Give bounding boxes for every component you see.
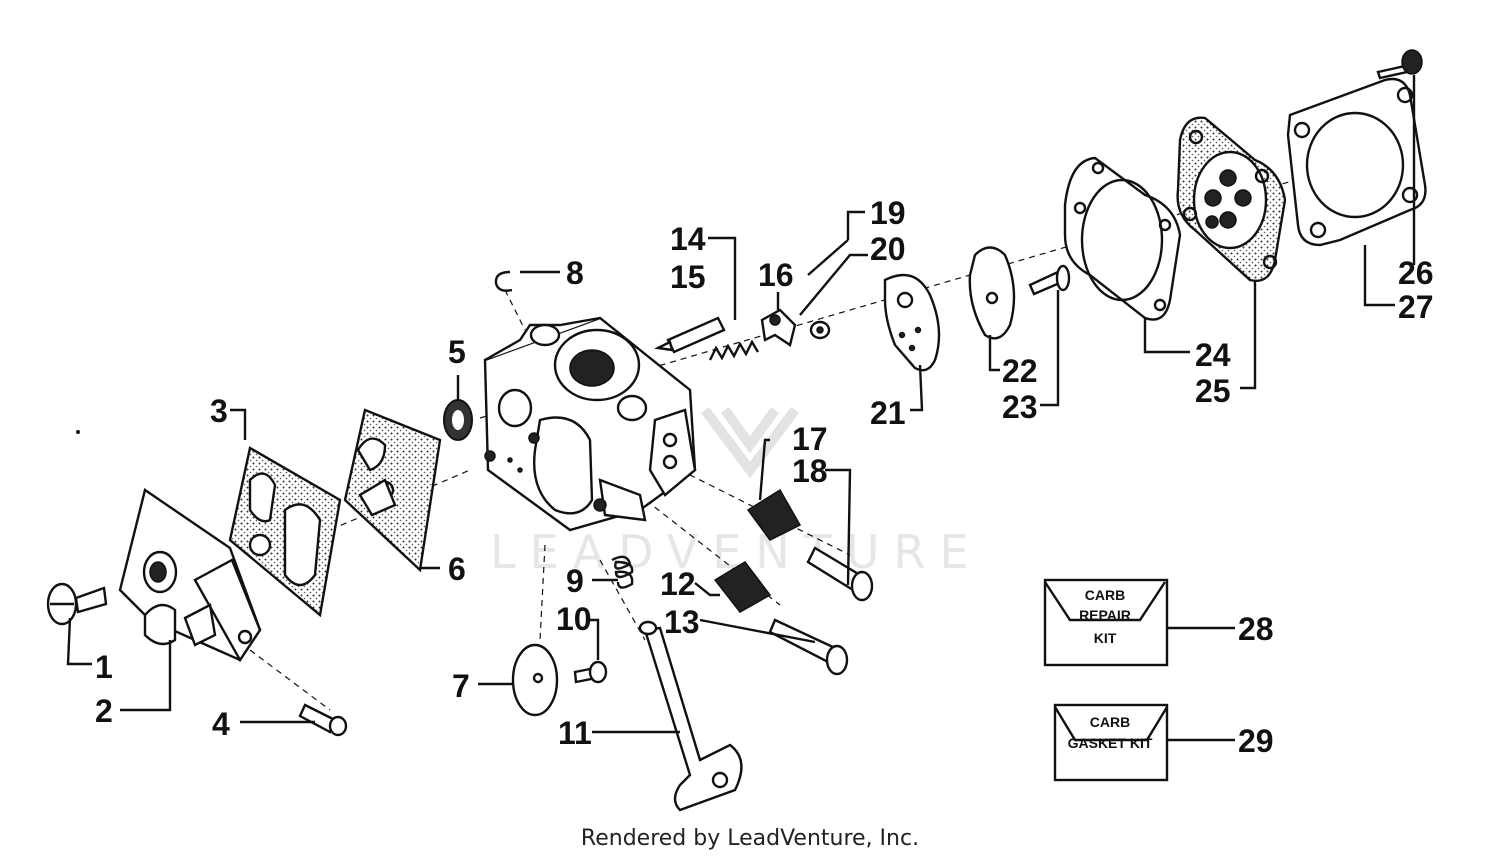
part-pump-gasket <box>228 446 342 618</box>
leader-lines <box>66 75 1416 742</box>
watermark: LEADVENTURE <box>490 407 983 579</box>
part-spring-9 <box>611 555 634 589</box>
callout-10: 10 <box>556 601 592 637</box>
part-lever-11 <box>638 620 743 812</box>
footer-credit: Rendered by LeadVenture, Inc. <box>580 826 920 851</box>
callout-9: 9 <box>566 563 584 599</box>
callout-6: 6 <box>448 551 466 587</box>
part-filter-screen <box>443 399 473 441</box>
callout-1: 1 <box>95 649 113 685</box>
part-cover-plate <box>1286 49 1427 247</box>
callout-7: 7 <box>452 668 470 704</box>
callout-26: 26 <box>1398 255 1434 291</box>
callout-22: 22 <box>1002 353 1038 389</box>
part-screw-23 <box>1028 264 1071 296</box>
callout-24: 24 <box>1195 337 1231 373</box>
callout-27: 27 <box>1398 289 1434 325</box>
part-pump-diaphragm <box>343 408 442 573</box>
part-lever-plate <box>883 273 941 372</box>
speck-mark <box>76 430 80 434</box>
callout-2: 2 <box>95 693 113 729</box>
callout-21: 21 <box>870 395 906 431</box>
part-diaphragm <box>1176 116 1287 282</box>
callout-18: 18 <box>792 453 828 489</box>
callout-13: 13 <box>664 604 700 640</box>
part-needle-valve <box>654 316 726 354</box>
part-gasket-large <box>1063 156 1182 321</box>
kit-gasket-line1: CARB <box>1090 714 1130 730</box>
callout-4: 4 <box>212 706 230 742</box>
part-lever-16 <box>760 308 797 347</box>
kit-gasket-line2: GASKET KIT <box>1068 735 1153 751</box>
part-carburetor-body <box>483 316 697 532</box>
watermark-text: LEADVENTURE <box>490 525 983 579</box>
callout-28: 28 <box>1238 611 1274 647</box>
part-pin-19 <box>807 239 849 276</box>
callout-labels: 1 2 3 4 5 6 7 8 9 10 11 12 13 14 15 16 1… <box>95 195 1434 759</box>
callout-17: 17 <box>792 421 828 457</box>
callout-29: 29 <box>1238 723 1274 759</box>
part-spring-12 <box>713 561 772 613</box>
callout-8: 8 <box>566 255 584 291</box>
callout-5: 5 <box>448 334 466 370</box>
part-screw-4 <box>298 703 348 737</box>
callout-20: 20 <box>870 231 906 267</box>
kit-repair-line3: KIT <box>1094 630 1117 646</box>
part-metering-plate <box>968 246 1016 340</box>
callout-3: 3 <box>210 393 228 429</box>
part-screw-1 <box>46 582 108 626</box>
part-screw-20 <box>809 320 831 340</box>
kit-carb-repair: CARB REPAIR KIT <box>1043 578 1169 667</box>
part-cover-disc <box>511 643 559 717</box>
part-clip <box>494 270 513 292</box>
kit-carb-gasket: CARB GASKET KIT <box>1053 703 1169 782</box>
part-pump-cover <box>118 488 262 663</box>
callout-16: 16 <box>758 257 794 293</box>
callout-11: 11 <box>558 715 592 751</box>
callout-12: 12 <box>660 566 696 602</box>
part-spring-14 <box>708 339 760 361</box>
callout-14: 14 <box>670 221 706 257</box>
callout-15: 15 <box>670 259 706 295</box>
callout-23: 23 <box>1002 389 1038 425</box>
callout-25: 25 <box>1195 373 1231 409</box>
kit-repair-line1: CARB <box>1085 587 1125 603</box>
kit-repair-line2: REPAIR <box>1079 607 1131 623</box>
part-screw-10 <box>573 660 608 684</box>
part-spring-17 <box>746 488 802 541</box>
callout-19: 19 <box>870 195 906 231</box>
part-adjust-screw-13 <box>768 618 849 676</box>
